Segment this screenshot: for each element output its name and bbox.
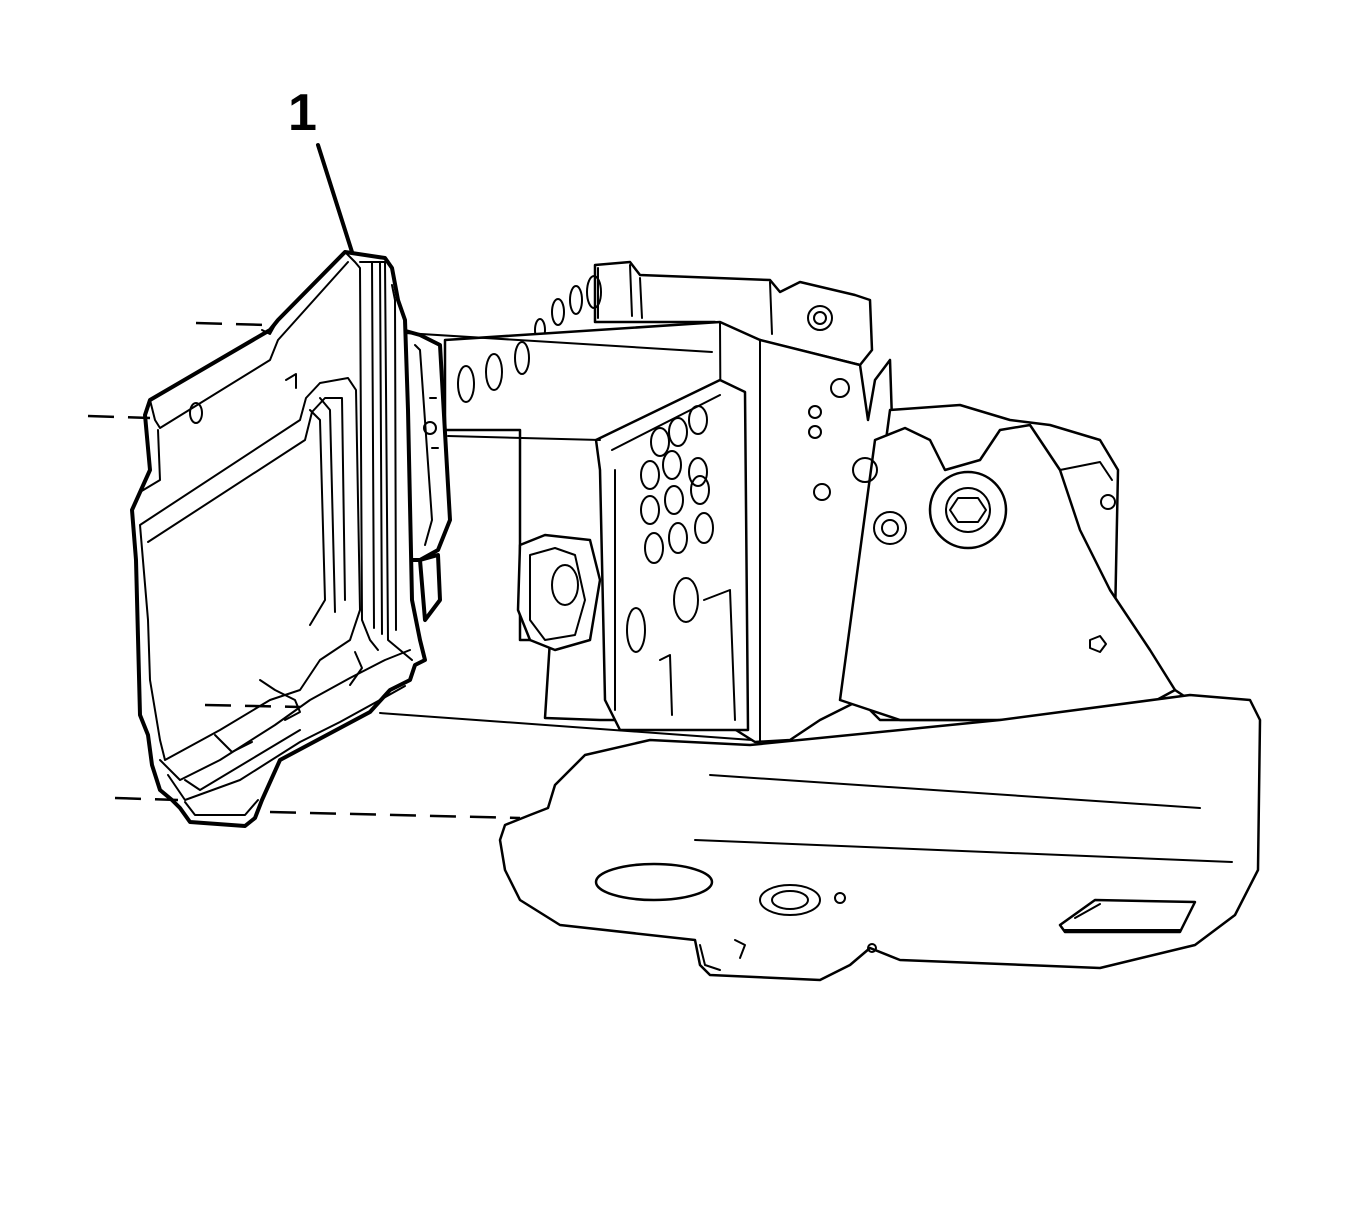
callout-label-1: 1 [288,84,317,142]
assembly-housing [443,260,894,744]
valve-ports [626,405,714,653]
alignment-lines [87,321,753,820]
base-plate [498,693,1262,982]
callout-1: 1 [288,84,354,254]
mounting-bracket [838,403,1192,722]
leader-line-1 [316,143,354,254]
ecu-module [130,250,427,828]
